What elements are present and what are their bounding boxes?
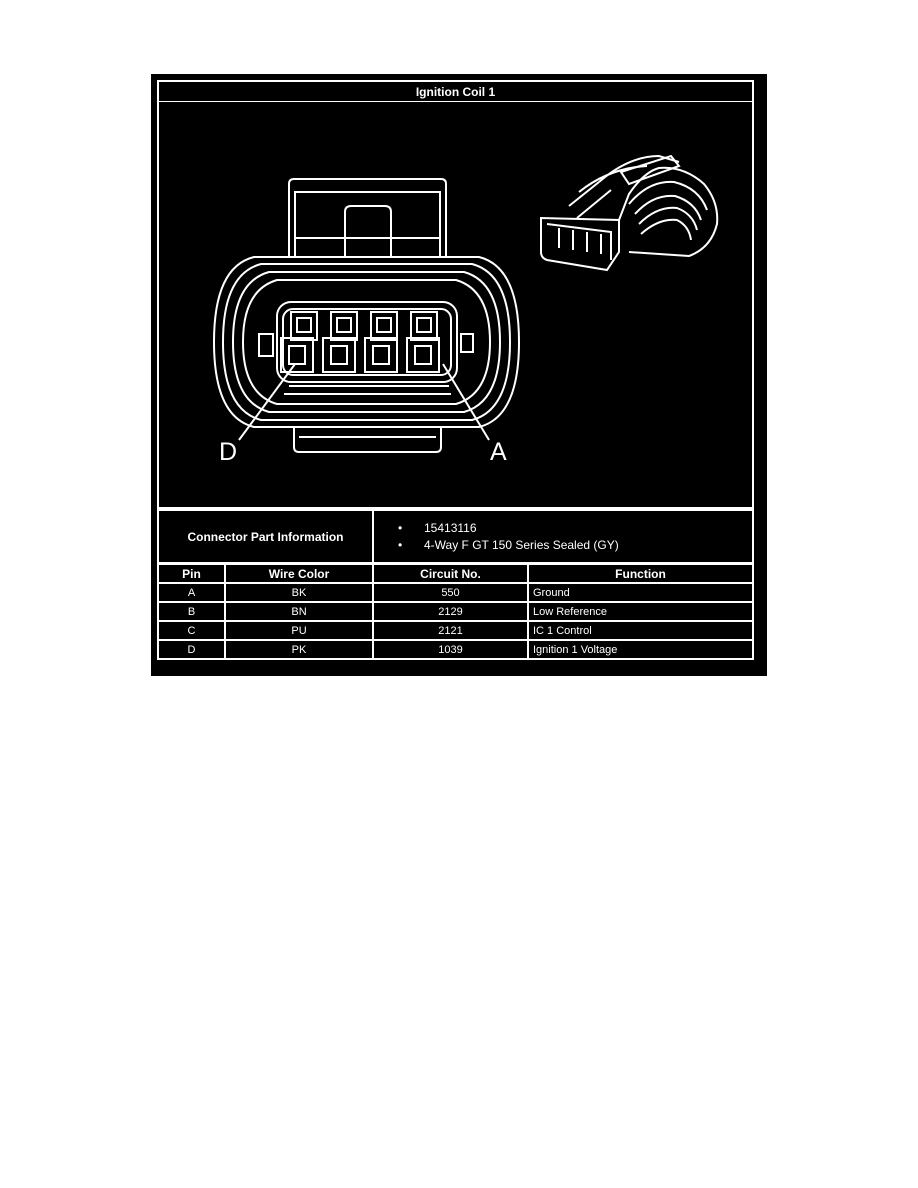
- function-cell: Low Reference: [527, 601, 754, 622]
- connector-info-list-cell: 15413116 4-Way F GT 150 Series Sealed (G…: [372, 509, 754, 564]
- table-row: Connector Part Information 15413116 4-Wa…: [157, 509, 754, 564]
- callout-label-a: A: [490, 438, 507, 466]
- diagram-title: Ignition Coil 1: [157, 80, 754, 102]
- function-cell: Ground: [527, 582, 754, 603]
- circuit-no-cell: 550: [372, 582, 529, 603]
- connector-info-list: 15413116 4-Way F GT 150 Series Sealed (G…: [375, 520, 751, 554]
- table-row: A BK 550 Ground: [157, 582, 754, 603]
- pin-cell: B: [157, 601, 226, 622]
- table-row: B BN 2129 Low Reference: [157, 601, 754, 622]
- connector-diagram-panel: Ignition Coil 1: [151, 74, 767, 676]
- pin-cell: A: [157, 582, 226, 603]
- list-item: 4-Way F GT 150 Series Sealed (GY): [398, 537, 751, 554]
- connector-drawing: [212, 154, 719, 453]
- header-function: Function: [527, 563, 754, 584]
- pin-table: Pin Wire Color Circuit No. Function A BK…: [157, 563, 754, 660]
- connector-illustration: D A: [157, 101, 754, 509]
- wire-color-cell: PK: [224, 639, 374, 660]
- table-header-row: Pin Wire Color Circuit No. Function: [157, 563, 754, 584]
- wire-color-cell: BN: [224, 601, 374, 622]
- callout-label-d: D: [219, 438, 238, 466]
- diagram-title-text: Ignition Coil 1: [415, 84, 496, 99]
- table-row: D PK 1039 Ignition 1 Voltage: [157, 639, 754, 660]
- connector-info-table: Connector Part Information 15413116 4-Wa…: [157, 509, 754, 564]
- header-pin: Pin: [157, 563, 226, 584]
- wire-color-cell: PU: [224, 620, 374, 641]
- connector-info-label: Connector Part Information: [157, 509, 374, 564]
- wire-color-cell: BK: [224, 582, 374, 603]
- pin-cell: D: [157, 639, 226, 660]
- table-row: C PU 2121 IC 1 Control: [157, 620, 754, 641]
- header-wire-color: Wire Color: [224, 563, 374, 584]
- function-cell: Ignition 1 Voltage: [527, 639, 754, 660]
- circuit-no-cell: 1039: [372, 639, 529, 660]
- pin-cell: C: [157, 620, 226, 641]
- circuit-no-cell: 2129: [372, 601, 529, 622]
- function-cell: IC 1 Control: [527, 620, 754, 641]
- circuit-no-cell: 2121: [372, 620, 529, 641]
- list-item: 15413116: [398, 520, 751, 537]
- header-circuit-no: Circuit No.: [372, 563, 529, 584]
